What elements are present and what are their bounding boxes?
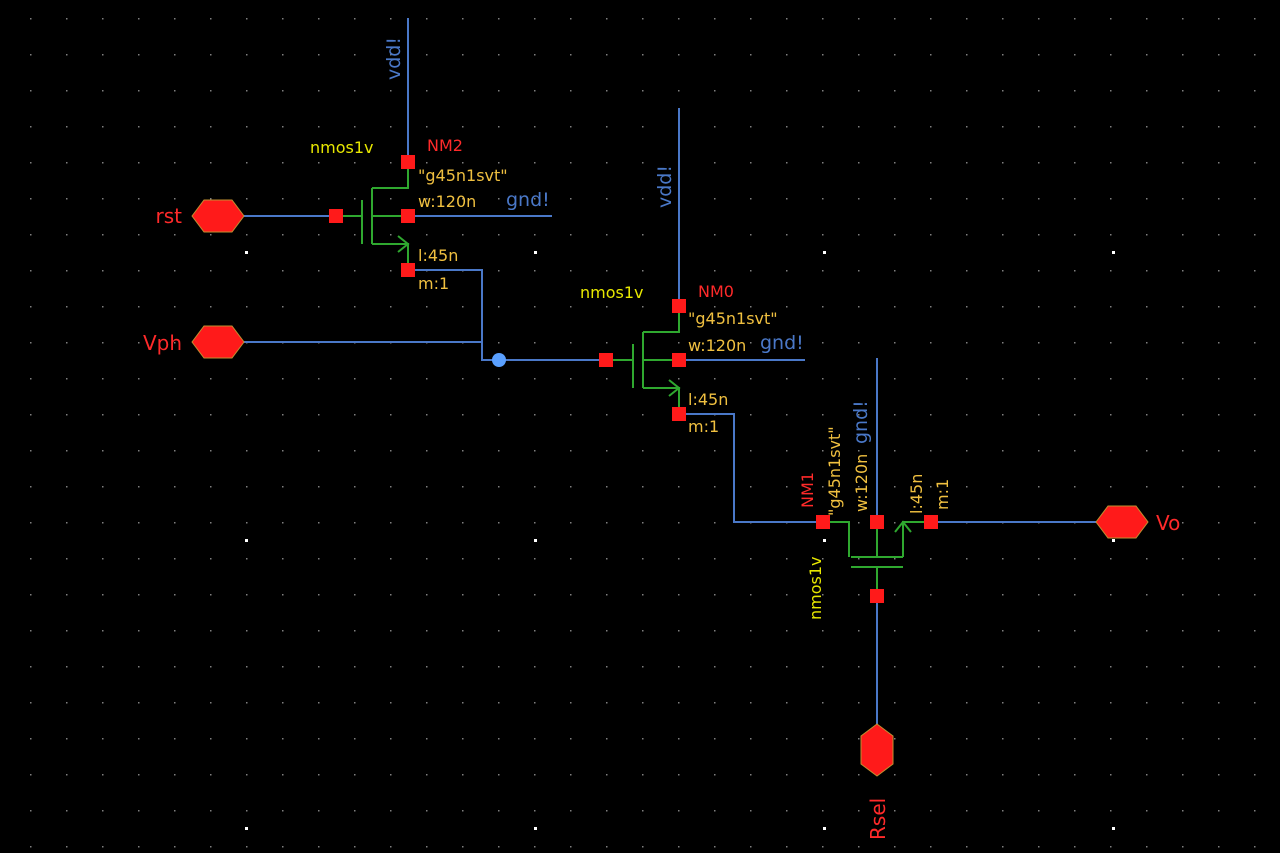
nm1-width: w:120n (852, 454, 871, 512)
nmos-nm0-symbol[interactable] (606, 306, 681, 414)
nm2-length: l:45n (418, 246, 458, 265)
nm2-annotations: nmos1v NM2 "g45n1svt" w:120n l:45n m:1 (310, 136, 508, 293)
junction-dot (492, 353, 506, 367)
port-vo-label: Vo (1156, 511, 1180, 535)
wire-nm0-source[interactable] (679, 413, 823, 523)
port-vo-shape[interactable] (1095, 505, 1149, 539)
net-label-gnd-nm0: gnd! (760, 332, 804, 354)
port-vph-label: Vph (143, 331, 182, 355)
device-pins (329, 155, 938, 603)
port-rst-label: rst (156, 204, 183, 228)
nm0-instance-name: NM0 (698, 282, 734, 301)
nm2-model: "g45n1svt" (418, 166, 508, 185)
net-label-gnd-nm1: gnd! (850, 400, 872, 444)
nm1-annotations: nmos1v NM1 "g45n1svt" w:120n l:45n m:1 (798, 426, 952, 620)
nm0-width: w:120n (688, 336, 746, 355)
nm2-cell-name: nmos1v (310, 138, 374, 157)
nm2-width: w:120n (418, 192, 476, 211)
port-rsel-label: Rsel (866, 798, 890, 840)
nm0-model: "g45n1svt" (688, 309, 778, 328)
port-rsel[interactable]: Rsel (860, 723, 894, 840)
wires (244, 18, 1096, 726)
grid-dots (30, 18, 1256, 848)
nmos-nm1-symbol[interactable] (823, 520, 931, 596)
nm0-length: l:45n (688, 390, 728, 409)
nm1-instance-name: NM1 (798, 472, 817, 508)
pin-nm0-source[interactable] (672, 407, 686, 421)
port-vo[interactable]: Vo (1095, 505, 1180, 539)
nm1-model: "g45n1svt" (825, 426, 844, 516)
pin-nm1-drain[interactable] (816, 515, 830, 529)
pin-nm0-drain[interactable] (672, 299, 686, 313)
nm2-instance-name: NM2 (427, 136, 463, 155)
nm0-cell-name: nmos1v (580, 283, 644, 302)
pin-nm0-bulk[interactable] (672, 353, 686, 367)
net-label-gnd-nm2: gnd! (506, 189, 550, 211)
port-rst-shape[interactable] (191, 199, 245, 233)
nm2-multiplier: m:1 (418, 274, 449, 293)
pin-nm1-gate[interactable] (870, 589, 884, 603)
port-rsel-shape[interactable] (860, 723, 894, 777)
net-label-vdd-nm2: vdd! (383, 37, 405, 80)
nm0-multiplier: m:1 (688, 417, 719, 436)
pin-nm2-gate[interactable] (329, 209, 343, 223)
pin-nm1-source[interactable] (924, 515, 938, 529)
nm1-length: l:45n (907, 474, 926, 514)
net-label-vdd-nm0: vdd! (654, 165, 676, 208)
nm1-cell-name: nmos1v (806, 557, 825, 621)
pin-nm0-gate[interactable] (599, 353, 613, 367)
pin-nm1-bulk[interactable] (870, 515, 884, 529)
nm0-annotations: nmos1v NM0 "g45n1svt" w:120n l:45n m:1 (580, 282, 778, 436)
nm1-multiplier: m:1 (933, 479, 952, 510)
port-vph[interactable]: Vph (143, 325, 245, 359)
wire-vph-node[interactable] (481, 342, 606, 361)
pin-nm2-source[interactable] (401, 263, 415, 277)
port-rst[interactable]: rst (156, 199, 245, 233)
port-vph-shape[interactable] (191, 325, 245, 359)
pin-nm2-drain[interactable] (401, 155, 415, 169)
wire-nm2-source[interactable] (408, 269, 483, 360)
pin-nm2-bulk[interactable] (401, 209, 415, 223)
